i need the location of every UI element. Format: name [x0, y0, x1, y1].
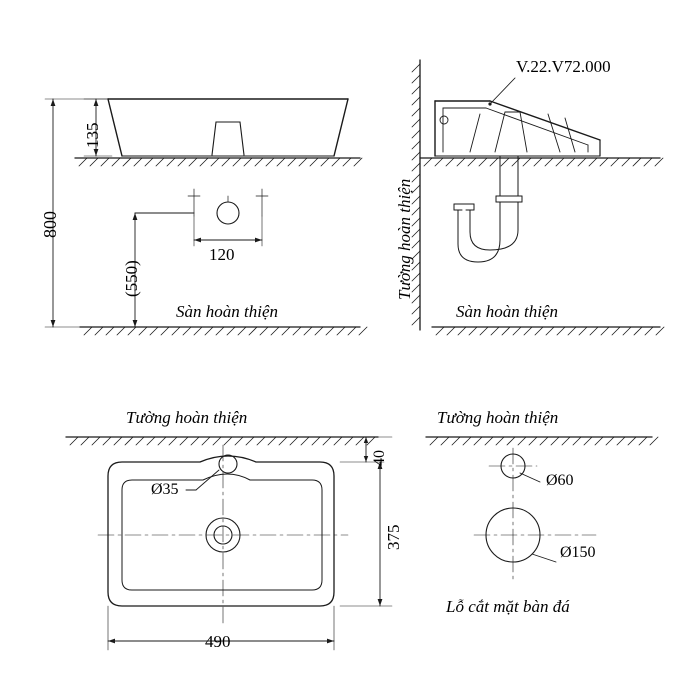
- dimension-label-490: 490: [205, 632, 231, 651]
- dimension-label-d35: Ø35: [151, 481, 179, 498]
- finished-wall-label-cutout: Tường hoàn thiện: [437, 408, 559, 427]
- product-code-label: V.22.V72.000: [516, 57, 611, 76]
- dimension-label-40: 40: [371, 450, 388, 466]
- finished-floor-label-right: Sàn hoàn thiện: [456, 302, 558, 321]
- finished-floor-label-left: Sàn hoàn thiện: [176, 302, 278, 321]
- dimension-label-800: 800: [40, 211, 60, 238]
- dimension-label-135: 135: [83, 122, 102, 149]
- dimension-label-550: (550): [122, 260, 141, 297]
- dimension-label-d150: Ø150: [560, 544, 596, 561]
- countertop-cutout-caption: Lỗ cắt mặt bàn đá: [446, 597, 570, 616]
- dimension-label-375: 375: [384, 524, 403, 551]
- dimension-label-d60: Ø60: [546, 472, 574, 489]
- finished-wall-label-side: Tường hoàn thiện: [395, 178, 414, 300]
- finished-wall-label-plan: Tường hoàn thiện: [126, 408, 248, 427]
- dimension-label-120: 120: [209, 245, 235, 264]
